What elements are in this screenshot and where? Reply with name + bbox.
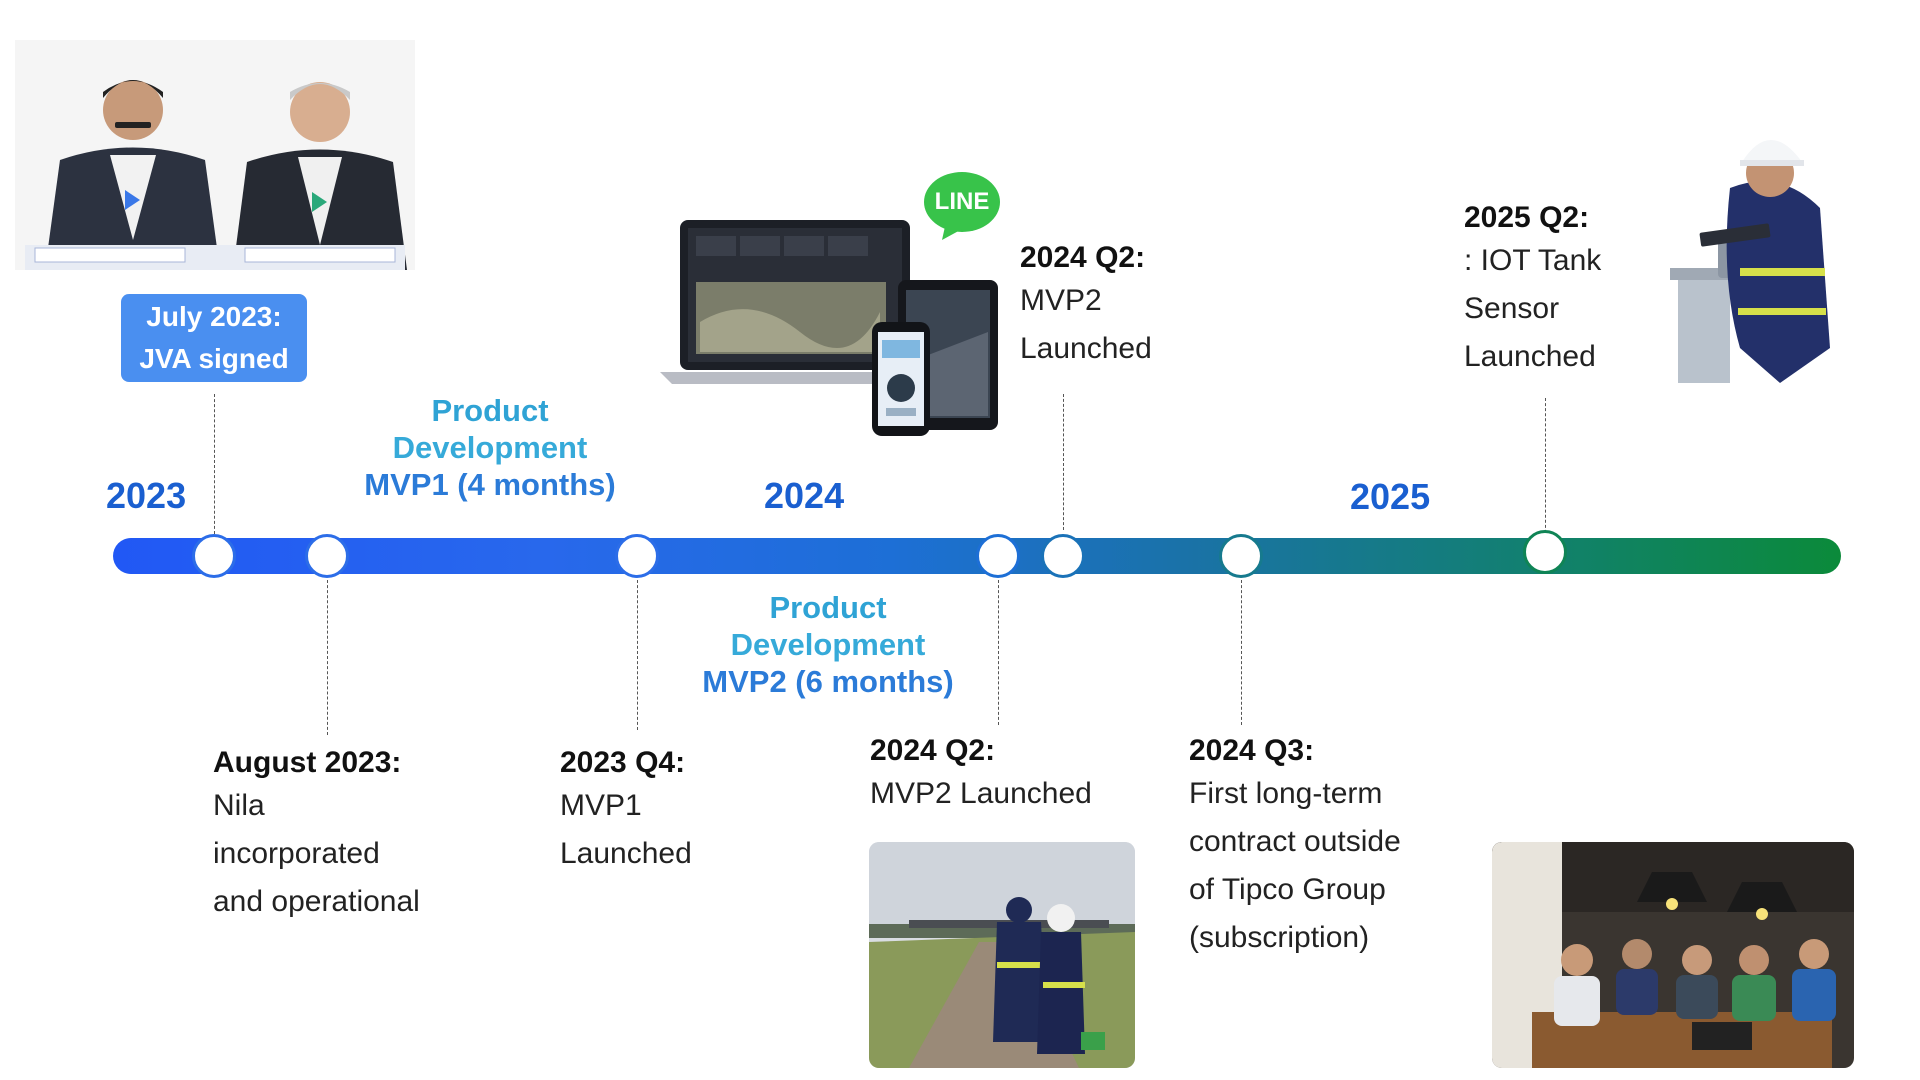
node-mvp2-below (976, 534, 1020, 578)
milestone-iot: 2025 Q2: : IOT Tank Sensor Launched (1464, 201, 1601, 381)
milestone-mvp1-line1: MVP1 (560, 789, 642, 822)
milestone-mvp2-above-line1: MVP2 (1020, 284, 1102, 317)
milestone-contract-line4: (subscription) (1189, 921, 1370, 954)
milestone-nila-title: August 2023: (213, 746, 402, 779)
phase-mvp1-line1: Product (431, 393, 549, 428)
connector-mvp1 (637, 580, 638, 730)
milestone-iot-line2: Sensor (1464, 292, 1560, 325)
milestone-jva-title: July 2023: (146, 301, 282, 332)
node-nila (305, 534, 349, 578)
milestone-mvp2-below: 2024 Q2: MVP2 Launched (870, 734, 1092, 818)
milestone-mvp2-below-title: 2024 Q2: (870, 734, 996, 767)
milestone-nila-line1: Nila (213, 789, 265, 822)
milestone-mvp1: 2023 Q4: MVP1 Launched (560, 746, 692, 878)
phase-mvp1-label: Product Development MVP1 (4 months) (330, 392, 650, 503)
milestone-contract: 2024 Q3: First long-term contract outsid… (1189, 734, 1401, 962)
node-jva (192, 534, 236, 578)
connector-mvp2-above (1063, 394, 1064, 530)
milestone-mvp2-above: 2024 Q2: MVP2 Launched (1020, 241, 1152, 373)
year-2024: 2024 (764, 475, 845, 516)
connector-nila (327, 580, 328, 735)
milestone-iot-line1: : IOT Tank (1464, 244, 1602, 277)
line-logo-text: LINE (934, 188, 990, 215)
year-2023: 2023 (106, 475, 187, 516)
milestone-jva-body: JVA signed (139, 343, 289, 374)
node-contract (1219, 534, 1263, 578)
node-mvp1 (615, 534, 659, 578)
milestone-mvp2-above-line2: Launched (1020, 332, 1152, 365)
milestone-iot-title: 2025 Q2: (1464, 201, 1590, 234)
milestone-mvp2-below-line1: MVP2 Launched (870, 777, 1092, 810)
connector-contract (1241, 580, 1242, 725)
line-logo: LINE (924, 170, 1000, 240)
dashboard-devices-image (660, 220, 998, 436)
phase-mvp2-line3: MVP2 (6 months) (702, 664, 954, 699)
milestone-mvp1-line2: Launched (560, 837, 692, 870)
phase-mvp2-label: Product Development MVP2 (6 months) (668, 589, 988, 700)
connector-jva (214, 394, 215, 534)
milestone-mvp2-above-title: 2024 Q2: (1020, 241, 1146, 274)
year-2025: 2025 (1350, 476, 1431, 517)
node-iot (1523, 530, 1567, 574)
phase-mvp1-line2: Development (392, 430, 588, 465)
connector-mvp2-below (998, 580, 999, 725)
phase-mvp1-line3: MVP1 (4 months) (364, 467, 616, 502)
node-mvp2-above (1041, 534, 1085, 578)
milestone-contract-line3: of Tipco Group (1189, 873, 1386, 906)
phase-mvp2-line1: Product (769, 590, 887, 625)
milestone-iot-line3: Launched (1464, 340, 1596, 373)
field-team-photo (869, 842, 1135, 1068)
milestone-contract-title: 2024 Q3: (1189, 734, 1315, 767)
connector-iot (1545, 398, 1546, 538)
engineer-photo (1670, 140, 1830, 383)
milestone-mvp1-title: 2023 Q4: (560, 746, 686, 779)
milestone-nila: August 2023: Nila incorporated and opera… (213, 746, 420, 926)
phase-mvp2-line2: Development (730, 627, 926, 662)
milestone-contract-line1: First long-term (1189, 777, 1383, 810)
team-meeting-photo (1492, 842, 1854, 1068)
milestone-nila-line2: incorporated (213, 837, 380, 870)
milestone-jva-badge: July 2023: JVA signed (121, 294, 307, 382)
signing-photo (15, 40, 415, 270)
milestone-contract-line2: contract outside (1189, 825, 1401, 858)
milestone-nila-line3: and operational (213, 885, 420, 918)
